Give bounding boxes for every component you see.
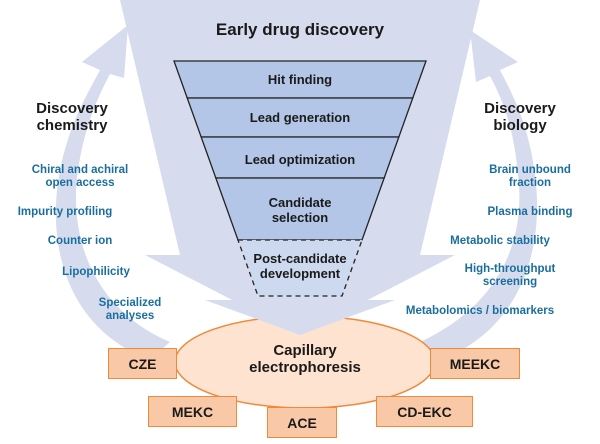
right-item: High-throughput screening [464,263,556,289]
stage-post-candidate-development: Post-candidate development [253,251,347,281]
left-cycle-arrow [55,25,170,360]
funnel-title: Early drug discovery [215,20,385,39]
technique-cd-ekc: CD-EKC [376,396,473,427]
right-item: Metabolomics / biomarkers [405,305,555,317]
discovery-biology-heading: Discovery biology [484,100,556,135]
technique-ace: ACE [267,407,337,438]
funnel-stage-shape [237,239,363,297]
capillary-electrophoresis-label: Capillary electrophoresis [249,342,361,377]
right-item: Plasma binding [487,206,573,218]
right-item: Metabolic stability [450,235,550,247]
technique-cze: CZE [108,348,177,379]
left-item: Counter ion [47,235,113,247]
left-item: Specialized analyses [98,297,162,323]
left-item: Lipophilicity [62,266,130,278]
stage-lead-optimization: Lead optimization [244,152,356,167]
left-item: Chiral and achiral open access [31,164,129,190]
technique-meekc: MEEKC [430,348,520,379]
left-item: Impurity profiling [17,206,113,218]
funnel-arrow-tip [205,300,395,335]
stage-hit-finding: Hit finding [267,72,333,87]
technique-mekc: MEKC [148,396,237,427]
right-item: Brain unbound fraction [489,164,571,190]
stage-lead-generation: Lead generation [249,110,351,125]
right-cycle-arrow [420,30,538,360]
discovery-chemistry-heading: Discovery chemistry [36,100,108,135]
stage-candidate-selection: Candidate selection [268,195,332,225]
